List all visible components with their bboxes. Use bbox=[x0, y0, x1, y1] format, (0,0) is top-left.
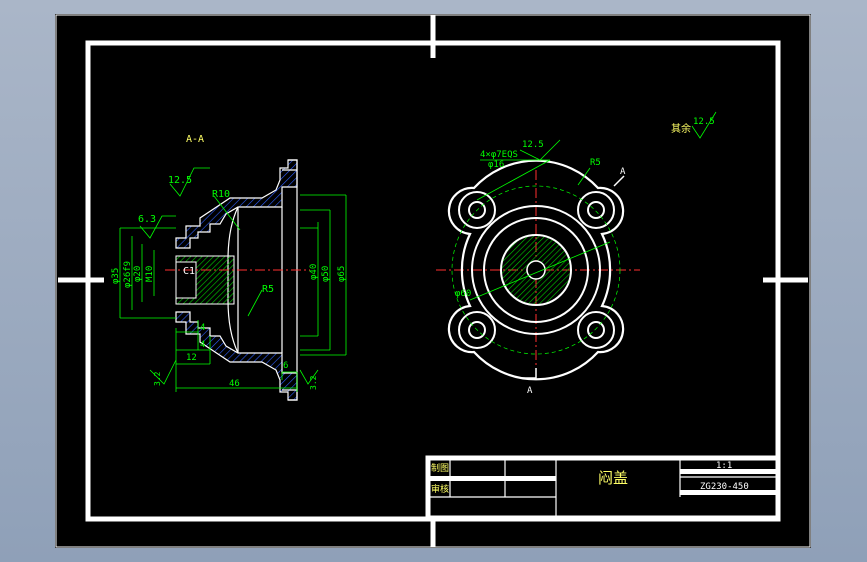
plan-arrow-top: A bbox=[620, 167, 626, 177]
dim-d65: φ65 bbox=[337, 266, 347, 282]
dim-len4-a: 4 bbox=[200, 323, 205, 333]
section-view: A-A bbox=[111, 134, 347, 401]
dim-r5: R5 bbox=[262, 284, 274, 295]
plan-holes: 4×φ7EQS bbox=[480, 150, 518, 160]
dim-len4-b: 4 bbox=[200, 340, 205, 350]
dim-d20: φ20 bbox=[133, 266, 143, 282]
section-label: A-A bbox=[186, 134, 204, 145]
other-rough-symbol bbox=[691, 111, 717, 139]
dim-d50: φ50 bbox=[321, 266, 331, 282]
dim-d35: φ35 bbox=[111, 268, 121, 284]
bolt-boss-tr bbox=[577, 191, 615, 229]
title-scale: 1:1 bbox=[716, 461, 732, 471]
dim-rough-br: 3.2 bbox=[309, 375, 318, 390]
other-rough-label: 其余 bbox=[671, 122, 691, 135]
dim-rough-left: 6.3 bbox=[138, 214, 156, 225]
dim-d40: φ40 bbox=[309, 264, 319, 280]
plan-ring-outer bbox=[471, 205, 601, 335]
dim-d26: φ26f9 bbox=[123, 261, 133, 288]
title-block: 制图 审核 闷盖 1:1 ZG230-450 bbox=[425, 455, 781, 521]
plan-rough: 12.5 bbox=[522, 140, 544, 150]
plan-pcd bbox=[451, 185, 621, 355]
dim-d10: M10 bbox=[145, 266, 155, 282]
dim-rough-bl: 3.2 bbox=[153, 371, 162, 386]
bolt-hole-bl bbox=[468, 321, 486, 339]
plan-arrow-bottom: A bbox=[527, 386, 533, 396]
plan-view: 4×φ7EQS φ16 12.5 R5 A A φ60 其余 12.5 bbox=[436, 111, 717, 396]
plan-ring-mid bbox=[483, 217, 589, 323]
bolt-boss-bl bbox=[458, 311, 496, 349]
dim-len6: 6 bbox=[283, 361, 288, 371]
plan-r5: R5 bbox=[590, 158, 601, 168]
section-flange bbox=[282, 159, 298, 401]
dim-len46: 46 bbox=[229, 379, 240, 389]
dim-r10: R10 bbox=[212, 189, 230, 200]
dim-rough-top: 12.5 bbox=[168, 175, 192, 186]
title-part-name: 闷盖 bbox=[598, 469, 628, 487]
bolt-hole-br bbox=[587, 321, 605, 339]
title-row1-label: 制图 bbox=[431, 462, 449, 474]
dim-c1: C1 bbox=[183, 266, 195, 277]
plan-flange bbox=[447, 159, 625, 381]
bolt-hole-tr bbox=[587, 201, 605, 219]
title-material: ZG230-450 bbox=[700, 482, 749, 492]
plan-d16: φ16 bbox=[488, 160, 504, 170]
other-rough-value: 12.5 bbox=[693, 117, 715, 127]
bolt-boss-br bbox=[577, 311, 615, 349]
bolt-hole-tl bbox=[468, 201, 486, 219]
dim-len12: 12 bbox=[186, 353, 197, 363]
section-thread bbox=[175, 261, 197, 299]
bolt-boss-tl bbox=[458, 191, 496, 229]
plan-d60: φ60 bbox=[455, 289, 471, 299]
title-row2-label: 审核 bbox=[431, 483, 449, 495]
